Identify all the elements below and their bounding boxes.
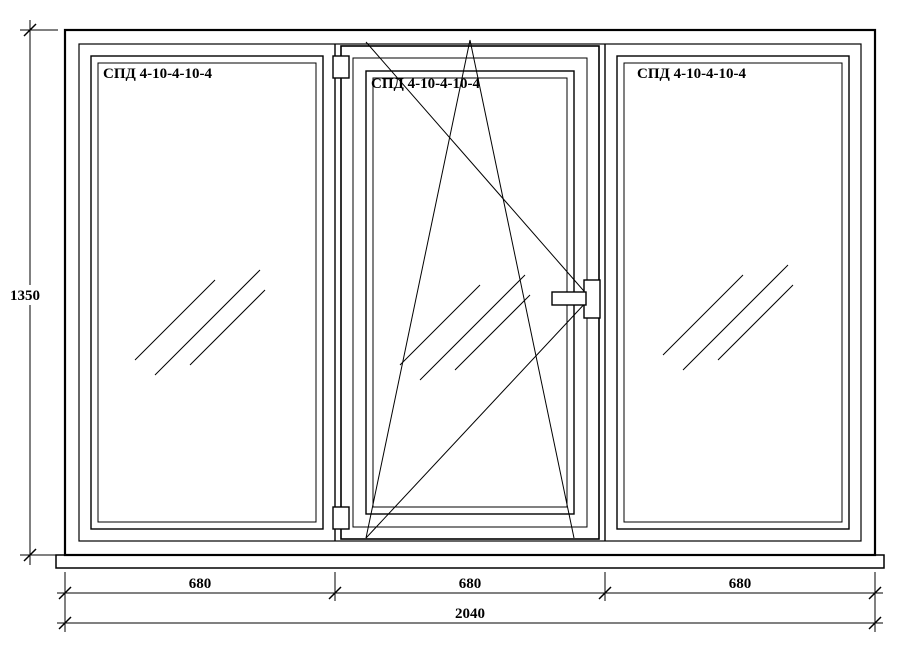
- glass-hatch-line: [399, 284, 481, 366]
- glass-hatch-line: [717, 284, 794, 361]
- pane-label-center: СПД 4-10-4-10-4: [371, 76, 481, 92]
- hinge-bottom: [332, 506, 350, 530]
- pane-label-right: СПД 4-10-4-10-4: [637, 66, 747, 82]
- glass-hatch-line: [682, 264, 789, 371]
- center-glass-symbol: [399, 274, 531, 381]
- dimension-tick: [598, 586, 612, 600]
- tilt-line-left: [365, 39, 471, 539]
- glass-hatch-line: [662, 274, 744, 356]
- dimension-total-value: 2040: [455, 606, 485, 622]
- glass-hatch-line: [134, 279, 216, 361]
- dimension-tick: [868, 586, 882, 600]
- tilt-line-right: [469, 39, 575, 539]
- glass-hatch-line: [154, 269, 261, 376]
- frame-outer: [63, 28, 877, 557]
- dimension-tick: [328, 586, 342, 600]
- dimension-height: 1350: [3, 20, 58, 565]
- turn-line-top: [365, 41, 591, 299]
- dimension-width-left: 680: [189, 576, 212, 592]
- glass-hatch-line: [419, 274, 526, 381]
- dimension-width-center: 680: [459, 576, 482, 592]
- dimension-tick: [23, 548, 37, 562]
- window-handle: [551, 279, 601, 319]
- frame-inner: [78, 43, 862, 542]
- dimension-tick: [868, 616, 882, 630]
- right-pane-glass-edge: [623, 62, 843, 523]
- left-pane-bead-outer: [90, 55, 324, 530]
- turn-symbol: [365, 41, 591, 539]
- dimension-tick: [23, 23, 37, 37]
- dimension-tick: [58, 616, 72, 630]
- dimension-widths: 680 680 680: [57, 572, 883, 632]
- pane-label-left: СПД 4-10-4-10-4: [103, 66, 213, 82]
- center-sash: СПД 4-10-4-10-4: [332, 39, 601, 540]
- dimension-total-width: 2040: [57, 606, 883, 630]
- dimension-tick: [58, 586, 72, 600]
- right-glass-symbol: [662, 264, 794, 371]
- left-glass-symbol: [134, 269, 266, 376]
- glass-hatch-line: [189, 289, 266, 366]
- dimension-height-value: 1350: [10, 288, 40, 304]
- dimension-width-right: 680: [729, 576, 752, 592]
- left-pane-glass-edge: [97, 62, 317, 523]
- hinge-top: [332, 55, 350, 79]
- left-fixed-pane: СПД 4-10-4-10-4: [90, 55, 324, 530]
- glass-hatch-line: [454, 294, 531, 371]
- handle-lever: [551, 291, 587, 306]
- turn-line-bottom: [365, 297, 591, 539]
- dimension-text-mask: [3, 285, 48, 305]
- window-sill: [55, 554, 885, 569]
- tilt-symbol: [365, 39, 575, 539]
- right-pane-bead-outer: [616, 55, 850, 530]
- right-fixed-pane: СПД 4-10-4-10-4: [616, 55, 850, 530]
